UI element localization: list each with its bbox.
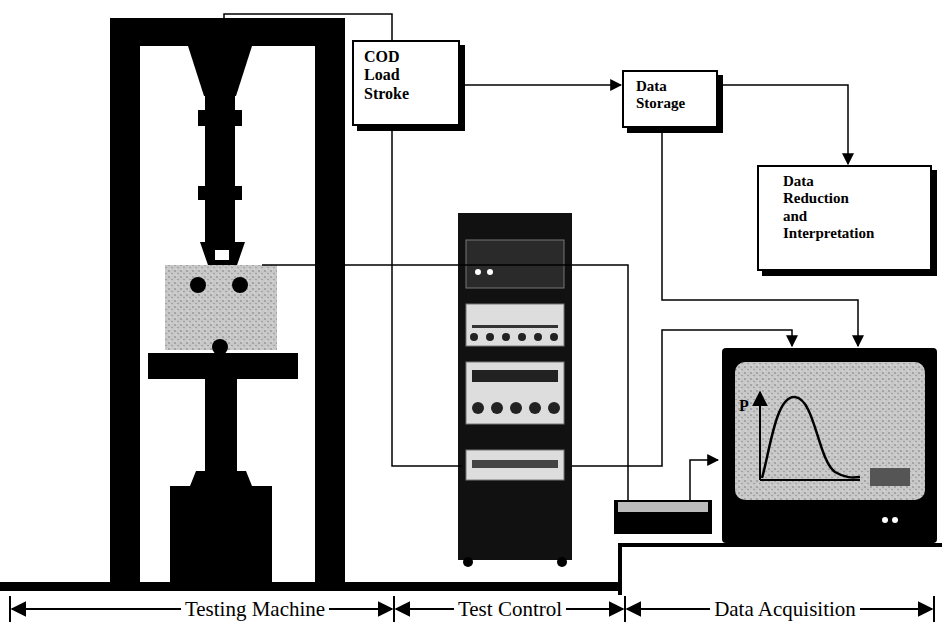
axis-label: P (739, 397, 749, 415)
process-box: Data Storage (622, 70, 718, 128)
loading-roller (232, 277, 248, 293)
support-roller (212, 339, 228, 355)
section-label: Test Control (454, 597, 566, 622)
monitor (722, 348, 937, 543)
test-control-rack (458, 213, 572, 567)
machine-base (148, 353, 298, 582)
bench-edge (618, 543, 942, 547)
section-bracket (10, 596, 934, 622)
specimen (165, 265, 277, 350)
process-box: COD Load Stroke (352, 40, 460, 126)
rack-knobs (470, 333, 560, 414)
section-label: Data Acquisition (710, 597, 860, 622)
box-label: COD Load Stroke (364, 48, 409, 103)
bench-edge (618, 543, 622, 595)
section-label: Testing Machine (181, 597, 329, 622)
keyboard (614, 500, 712, 534)
load-frame (110, 18, 345, 584)
box-label: Data Reduction and Interpretation (783, 173, 874, 242)
loading-roller (190, 277, 206, 293)
box-label: Data Storage (636, 78, 685, 113)
data-flow-arrow (460, 84, 621, 86)
process-box: Data Reduction and Interpretation (757, 165, 932, 271)
data-flow-arrow (718, 85, 848, 164)
